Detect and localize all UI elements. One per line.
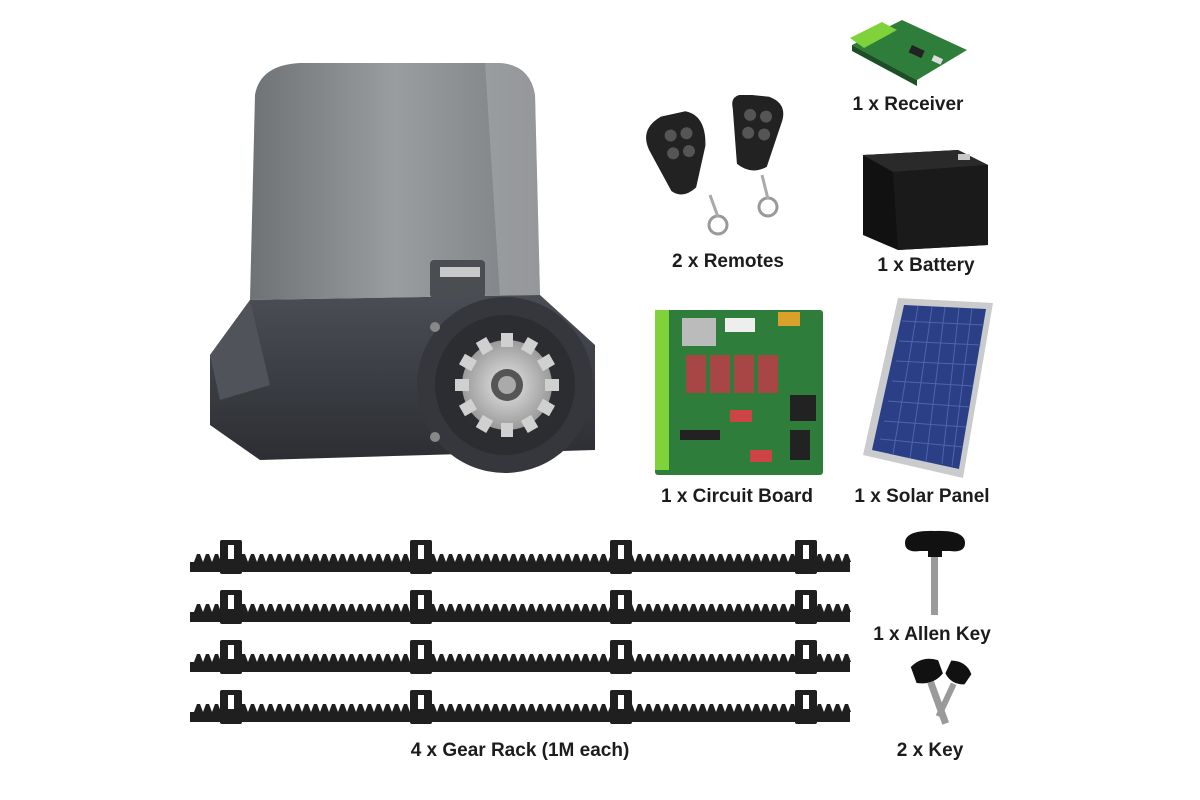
gear-rack-label: 4 x Gear Rack (1M each) bbox=[410, 740, 630, 761]
receiver-board-icon bbox=[842, 10, 972, 90]
gate-motor-icon bbox=[200, 55, 620, 485]
gear-rack-icon bbox=[190, 528, 855, 733]
solar-panel-icon bbox=[858, 293, 998, 483]
circuit-board-icon bbox=[650, 300, 828, 480]
allen-key-label: 1 x Allen Key bbox=[873, 624, 991, 645]
gear-rack-4 bbox=[190, 690, 851, 724]
battery-label: 1 x Battery bbox=[877, 255, 975, 276]
remote-fob-icon bbox=[630, 95, 810, 245]
allen-key-icon bbox=[900, 525, 970, 617]
key-icon bbox=[905, 656, 975, 736]
key-label: 2 x Key bbox=[896, 740, 964, 761]
remotes-label: 2 x Remotes bbox=[672, 251, 784, 272]
gear-rack-3 bbox=[190, 640, 851, 674]
battery-icon bbox=[858, 140, 993, 255]
solar-panel-label: 1 x Solar Panel bbox=[854, 486, 990, 507]
circuit-board-label: 1 x Circuit Board bbox=[660, 486, 814, 507]
gear-rack-1 bbox=[190, 540, 851, 574]
receiver-label: 1 x Receiver bbox=[852, 94, 964, 115]
gear-rack-2 bbox=[190, 590, 851, 624]
